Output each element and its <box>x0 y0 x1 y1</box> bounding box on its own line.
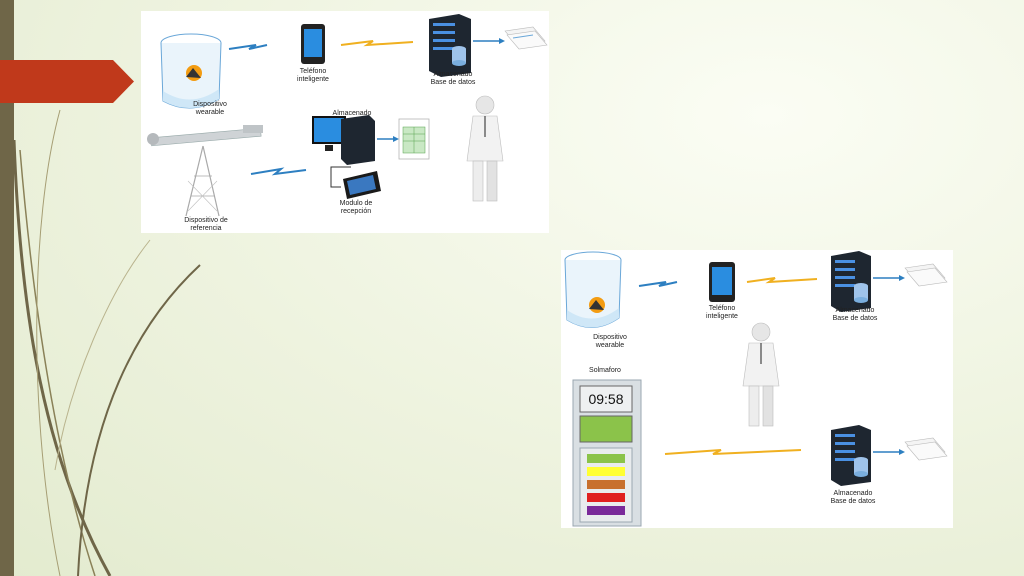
reports-icon-2 <box>904 437 948 461</box>
signal-wave-blue <box>228 44 268 50</box>
server-icon-2 <box>831 425 871 486</box>
semaphore-color-bar <box>587 506 625 515</box>
person-icon <box>742 322 780 427</box>
wearable-device-icon <box>564 251 622 328</box>
reports-icon <box>904 263 948 287</box>
signal-wave-orange <box>340 40 414 47</box>
semaphore-panel <box>572 379 642 527</box>
computer-icon <box>312 115 375 165</box>
semaphore-color-bar <box>587 454 625 463</box>
signal-wave-blue-2 <box>250 167 307 176</box>
signal-wave-orange <box>746 277 818 284</box>
spreadsheet-icon <box>398 118 430 160</box>
semaphore-color-bar <box>587 480 625 489</box>
clock-display: 09:58 <box>588 391 624 407</box>
computer-label: Almacenado <box>332 110 372 117</box>
server-icon <box>831 251 871 312</box>
wearable-device-icon <box>160 33 222 109</box>
signal-wave-orange-2 <box>664 449 802 455</box>
slide-sidebar-bar <box>0 0 14 576</box>
reports-icon <box>504 26 548 50</box>
smartphone-icon <box>301 24 325 64</box>
title-arrow <box>0 60 134 103</box>
signal-wave-blue <box>638 281 678 287</box>
decorative-curves <box>12 109 201 576</box>
semaphore-title: Solmaforo <box>589 367 621 374</box>
semaphore-color-bar <box>587 493 625 502</box>
server-icon <box>429 14 471 77</box>
tablet-icon <box>343 171 381 199</box>
person-icon <box>466 95 504 202</box>
reference-station-icon <box>147 125 263 217</box>
semaphore-color-bar <box>587 467 625 476</box>
smartphone-icon <box>709 262 735 302</box>
